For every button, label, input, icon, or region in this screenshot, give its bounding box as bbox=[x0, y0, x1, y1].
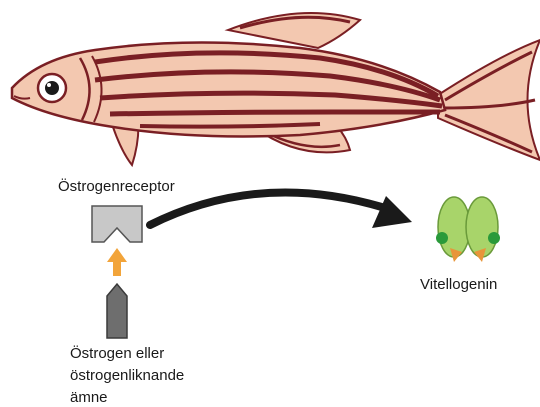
ligand-label-line-2: östrogenliknande bbox=[70, 367, 184, 385]
fish-body bbox=[12, 42, 445, 136]
ligand-label-line-3: ämne bbox=[70, 389, 108, 407]
ligand-label-line-1: Östrogen eller bbox=[70, 345, 164, 363]
zebrafish-icon bbox=[12, 13, 540, 165]
estrogen-molecule-icon bbox=[107, 284, 127, 338]
curved-arrow-icon bbox=[150, 192, 412, 228]
vitellogenin-label: Vitellogenin bbox=[420, 276, 497, 294]
tail-fin bbox=[438, 40, 540, 160]
vitellogenin-icon bbox=[436, 197, 500, 262]
up-arrow-icon bbox=[107, 248, 127, 276]
fish-eye bbox=[38, 74, 66, 102]
receptor-label: Östrogenreceptor bbox=[58, 178, 175, 196]
estrogen-receptor-icon bbox=[92, 206, 142, 242]
